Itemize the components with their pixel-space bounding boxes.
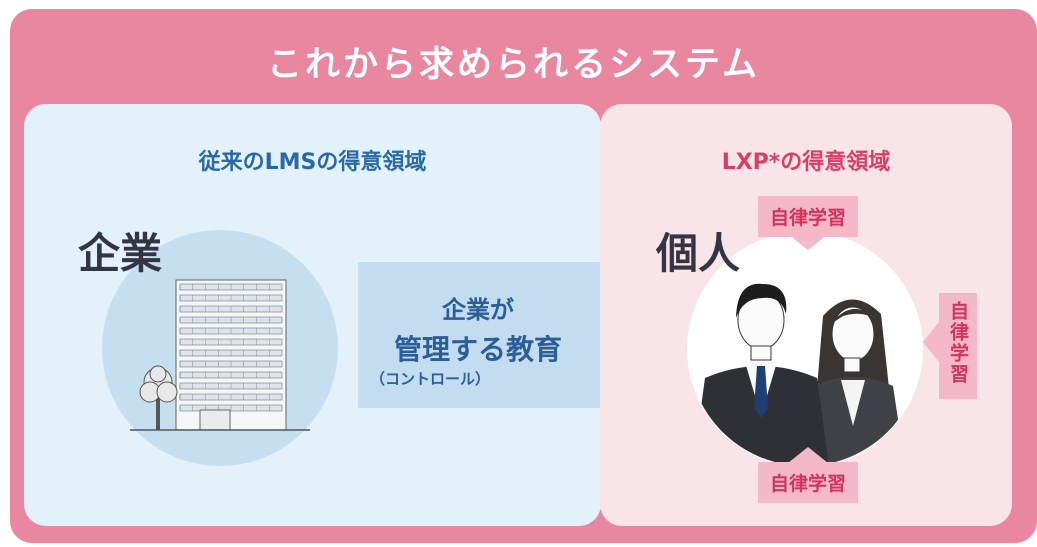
arrow-subtext: （コントロール）	[369, 370, 490, 388]
tag-right-text: 自律学習	[947, 301, 969, 385]
tag-pointer-bottom	[788, 447, 828, 463]
businessman-icon	[693, 283, 829, 466]
lxp-header: LXP*の得意領域	[721, 150, 891, 175]
tag-pointer-top	[788, 234, 828, 250]
tag-pointer-right	[923, 322, 939, 362]
corporate-label: 企業	[78, 229, 163, 278]
arrow-text-line1: 企業が	[442, 296, 514, 324]
tree-icon	[139, 365, 178, 430]
people-illustration	[693, 283, 905, 466]
lms-header: 従来のLMSの得意領域	[198, 150, 427, 175]
autonomous-learning-tag-top: 自律学習	[758, 196, 859, 237]
autonomous-learning-tag-right: 自律学習	[939, 293, 977, 399]
autonomous-learning-tag-bottom: 自律学習	[758, 462, 859, 503]
right-arrow-icon	[358, 262, 648, 408]
individual-label: 個人	[656, 229, 741, 278]
office-building-icon	[130, 279, 310, 431]
arrow-text-line2: 管理する教育	[393, 333, 562, 366]
diagram-title: これから求められるシステム	[267, 45, 760, 85]
